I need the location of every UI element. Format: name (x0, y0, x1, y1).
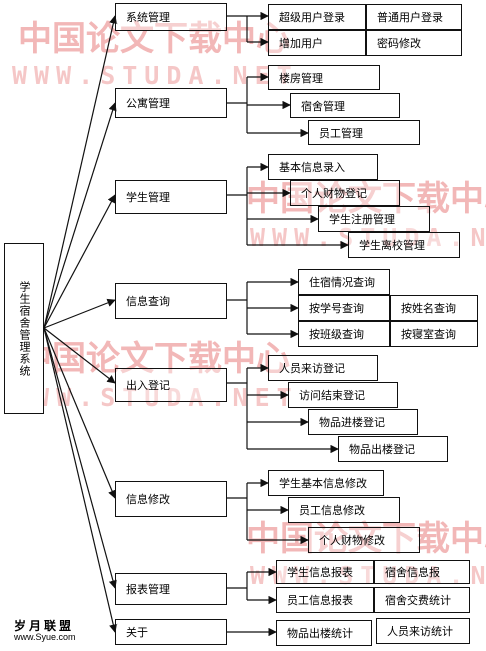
node-query-by-name: 按姓名查询 (390, 295, 478, 321)
node-student-departure: 学生离校管理 (348, 232, 460, 258)
module-access-registration: 出入登记 (115, 368, 227, 402)
node-label: 个人财物修改 (319, 534, 385, 547)
node-label: 人员来访登记 (279, 362, 345, 375)
node-label: 宿舍交费统计 (385, 594, 451, 607)
node-label: 住宿情况查询 (309, 276, 375, 289)
node-accommodation-query: 住宿情况查询 (298, 269, 390, 295)
node-label: 学生注册管理 (329, 213, 395, 226)
node-label: 学生信息报表 (287, 566, 353, 579)
node-query-by-student-id: 按学号查询 (298, 295, 390, 321)
module-apartment-management: 公寓管理 (115, 88, 227, 118)
node-building-management: 楼房管理 (268, 65, 380, 90)
module-student-management: 学生管理 (115, 180, 227, 214)
root-system-label: 学生宿舍管理系统 (18, 280, 31, 377)
module-label: 信息修改 (126, 493, 170, 506)
node-visitor-statistics: 人员来访统计 (376, 618, 470, 644)
node-label: 增加用户 (279, 37, 323, 50)
module-label: 信息查询 (126, 295, 170, 308)
node-label: 按学号查询 (309, 302, 364, 315)
node-visitor-registration: 人员来访登记 (268, 355, 378, 381)
node-label: 密码修改 (377, 37, 421, 50)
node-goods-out-registration: 物品出楼登记 (338, 436, 448, 462)
node-dorm-management: 宿舍管理 (290, 93, 400, 118)
module-label: 出入登记 (126, 379, 170, 392)
node-query-by-dorm: 按寝室查询 (390, 321, 478, 347)
module-label: 学生管理 (126, 191, 170, 204)
node-query-by-class: 按班级查询 (298, 321, 390, 347)
module-label: 关于 (126, 626, 148, 639)
node-basic-info-entry: 基本信息录入 (268, 154, 378, 180)
node-staff-management: 员工管理 (308, 120, 420, 145)
node-label: 宿舍信息报 (385, 566, 440, 579)
node-normal-user-login: 普通用户登录 (366, 4, 462, 30)
node-label: 按班级查询 (309, 328, 364, 341)
node-student-enrollment: 学生注册管理 (318, 206, 430, 232)
node-label: 按寝室查询 (401, 328, 456, 341)
module-label: 报表管理 (126, 583, 170, 596)
watermark-url: WWW.STUDA.NET (250, 223, 486, 252)
node-label: 按姓名查询 (401, 302, 456, 315)
node-student-info-report: 学生信息报表 (276, 560, 374, 584)
module-info-query: 信息查询 (115, 283, 227, 319)
node-dorm-info-report: 宿舍信息报 (374, 560, 470, 584)
node-label: 个人财物登记 (301, 187, 367, 200)
node-label: 宿舍管理 (301, 99, 345, 113)
node-label: 物品出楼统计 (287, 627, 353, 640)
root-system-node: 学生宿舍管理系统 (4, 243, 44, 414)
node-label: 员工信息报表 (287, 594, 353, 607)
module-system-management: 系统管理 (115, 3, 227, 31)
node-goods-out-statistics: 物品出楼统计 (276, 620, 372, 646)
node-change-password: 密码修改 (366, 30, 462, 56)
module-label: 系统管理 (126, 11, 170, 24)
node-label: 人员来访统计 (387, 625, 453, 638)
node-super-user-login: 超级用户登录 (268, 4, 366, 30)
node-label: 学生基本信息修改 (279, 477, 367, 490)
node-personal-property-modify: 个人财物修改 (308, 527, 420, 553)
node-dorm-fee-statistics: 宿舍交费统计 (374, 587, 470, 613)
node-label: 超级用户登录 (279, 11, 345, 24)
node-label: 物品进楼登记 (319, 416, 385, 429)
module-label: 公寓管理 (126, 97, 170, 110)
node-add-user: 增加用户 (268, 30, 366, 56)
module-info-modification: 信息修改 (115, 481, 227, 517)
watermark-text: 中国论文下载中心 (246, 179, 486, 219)
node-label: 员工管理 (319, 126, 363, 140)
node-personal-property-registration: 个人财物登记 (290, 180, 400, 206)
node-staff-info-modify: 员工信息修改 (288, 497, 400, 523)
node-label: 楼房管理 (279, 71, 323, 85)
node-label: 员工信息修改 (299, 504, 365, 517)
module-report-management: 报表管理 (115, 573, 227, 605)
node-student-info-modify: 学生基本信息修改 (268, 470, 384, 496)
node-staff-info-report: 员工信息报表 (276, 587, 374, 613)
site-logo-text: 岁月联盟 (14, 619, 75, 633)
node-visit-end-registration: 访问结束登记 (288, 382, 398, 408)
node-label: 学生离校管理 (359, 239, 425, 252)
node-label: 基本信息录入 (279, 161, 345, 174)
node-label: 普通用户登录 (377, 11, 443, 24)
node-label: 访问结束登记 (299, 389, 365, 402)
node-label: 物品出楼登记 (349, 443, 415, 456)
watermark-url: WWW.STUDA.NET (12, 61, 299, 90)
module-about: 关于 (115, 619, 227, 645)
site-logo-url: www.Syue.com (14, 632, 76, 642)
node-goods-in-registration: 物品进楼登记 (308, 409, 418, 435)
watermark-url: WWW.STUDA.NET (250, 561, 486, 590)
